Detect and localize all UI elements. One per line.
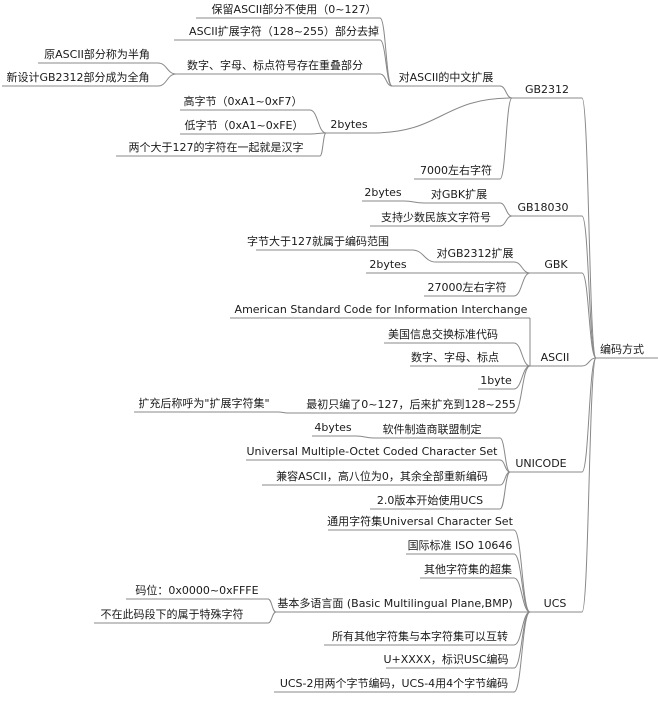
node-gb18030-ext[interactable]: 对GBK扩展 [430, 188, 488, 201]
link-root-gb18030 [581, 215, 597, 359]
node-gb2312-7000[interactable]: 7000左右字符 [420, 164, 492, 177]
link-ascii-ascii-range [513, 365, 531, 414]
link-ucs-ucs-iso [513, 553, 531, 613]
node-ucs-bmp-special[interactable]: 不在此码段下的属于特殊字符 [100, 608, 244, 621]
node-gb18030-minority[interactable]: 支持少数民族文字符号 [381, 211, 491, 224]
node-ucs[interactable]: UCS [543, 597, 567, 610]
link-gb2312-overlap-gb2312-full [157, 73, 177, 87]
link-ucs-ucs-full [513, 529, 531, 613]
link-ucs-ucs-uxxxx [513, 611, 531, 669]
node-gbk-2bytes[interactable]: 2bytes [369, 258, 407, 271]
link-ucs-bmp-ucs-bmp-range [267, 598, 277, 613]
node-gbk[interactable]: GBK [544, 258, 568, 271]
link-gb2312-ext-gb2312-overlap [379, 73, 393, 87]
node-gb2312-han[interactable]: 两个大于127的字符在一起就是汉字 [128, 141, 304, 154]
link-ascii-ascii-cn [513, 342, 531, 367]
link-gb2312-2bytes-gb2312-low [309, 132, 327, 135]
node-ucs-full[interactable]: 通用字符集Universal Character Set [327, 515, 513, 528]
node-gb18030-2bytes[interactable]: 2bytes [364, 186, 402, 199]
node-ucs-bmp-range[interactable]: 码位：0x0000~0xFFFE [135, 584, 259, 597]
node-ucs-convert[interactable]: 所有其他字符集与本字符集可以互转 [332, 630, 508, 643]
link-gb2312-2bytes-gb2312-high [309, 109, 327, 134]
link-gb2312-ext-gb2312-remove [379, 39, 393, 87]
node-gb2312-full[interactable]: 新设计GB2312部分成为全角 [6, 71, 150, 84]
node-gb2312[interactable]: GB2312 [524, 83, 570, 96]
link-ucs-ucs-encoding [513, 611, 531, 693]
node-ucs-bmp[interactable]: 基本多语言面 (Basic Multilingual Plane,BMP) [277, 597, 513, 610]
link-gb2312-gb2312-2bytes [371, 97, 513, 134]
node-ascii[interactable]: ASCII [540, 351, 570, 364]
link-gb2312-gb2312-ext [499, 85, 513, 99]
node-unicode-full[interactable]: Universal Multiple-Octet Coded Character… [246, 445, 498, 458]
link-gbk-gbk-ext [513, 261, 531, 274]
link-root-unicode [581, 357, 597, 473]
link-root-ucs [581, 357, 597, 613]
node-ascii-range[interactable]: 最初只编了0~127，后来扩充到128~255 [306, 398, 516, 411]
node-unicode[interactable]: UNICODE [515, 457, 567, 470]
node-unicode-4bytes[interactable]: 4bytes [314, 421, 352, 434]
node-ascii-extset[interactable]: 扩充后称呼为"扩展字符集" [138, 397, 270, 410]
link-gb2312-gb2312-7000 [499, 97, 513, 180]
link-ascii-ascii-1byte [513, 365, 531, 390]
node-unicode-maker[interactable]: 软件制造商联盟制定 [382, 423, 482, 436]
node-ascii-1byte[interactable]: 1byte [480, 374, 512, 387]
link-gb2312-ext-gb2312-keep [379, 17, 393, 87]
link-gb18030-gb18030-ext [499, 202, 513, 217]
link-gbk-gbk-27000 [513, 272, 531, 297]
link-gb2312-2bytes-gb2312-han [319, 132, 327, 157]
link-unicode-unicode-full [499, 459, 511, 473]
node-ucs-encoding[interactable]: UCS-2用两个字节编码，UCS-4用4个字节编码 [279, 677, 509, 690]
node-unicode-compat[interactable]: 兼容ASCII，高八位为0，其余全部重新编码 [276, 470, 488, 483]
node-gb2312-half[interactable]: 原ASCII部分称为半角 [44, 48, 150, 61]
node-ascii-cn[interactable]: 美国信息交换标准代码 [388, 328, 498, 341]
link-gb2312-overlap-gb2312-half [157, 62, 177, 75]
node-gb2312-high[interactable]: 高字节（0xA1~0xF7） [183, 95, 303, 108]
link-unicode-maker-unicode-4bytes [355, 435, 375, 439]
link-unicode-unicode-ucs [499, 471, 511, 510]
link-gbk-ext-gbk-range [411, 249, 437, 263]
link-root-ascii [581, 357, 597, 367]
link-ascii-range-ascii-extset [277, 411, 289, 414]
node-ucs-iso[interactable]: 国际标准 ISO 10646 [407, 539, 513, 552]
node-gbk-27000[interactable]: 27000左右字符 [427, 281, 507, 294]
node-gb2312-keep[interactable]: 保留ASCII部分不使用（0~127） [211, 3, 377, 16]
node-gb18030[interactable]: GB18030 [517, 201, 569, 214]
node-gbk-range[interactable]: 字节大于127就属于编码范围 [247, 235, 389, 248]
link-ucs-ucs-superset [513, 577, 531, 613]
node-ucs-superset[interactable]: 其他字符集的超集 [424, 563, 512, 576]
node-unicode-ucs[interactable]: 2.0版本开始使用UCS [376, 494, 484, 507]
node-ascii-full[interactable]: American Standard Code for Information I… [234, 303, 528, 316]
node-ucs-uxxxx[interactable]: U+XXXX，标识USC编码 [383, 653, 509, 666]
node-gb2312-ext[interactable]: 对ASCII的中文扩展 [398, 71, 494, 84]
link-ucs-bmp-ucs-bmp-special [267, 611, 277, 624]
node-gbk-ext[interactable]: 对GB2312扩展 [436, 247, 514, 260]
link-root-gb2312 [581, 97, 597, 359]
node-gb2312-remove[interactable]: ASCII扩展字符（128~255）部分去掉 [189, 25, 379, 38]
link-gb18030-ext-gb18030-2bytes [403, 200, 425, 204]
link-gb18030-gb18030-minority [499, 215, 513, 227]
node-gb2312-overlap[interactable]: 数字、字母、标点符号存在重叠部分 [187, 59, 363, 72]
node-ascii-chars[interactable]: 数字、字母、标点 [411, 351, 499, 364]
node-gb2312-2bytes[interactable]: 2bytes [330, 118, 368, 131]
link-unicode-unicode-maker [499, 437, 511, 473]
link-root-gbk [581, 272, 597, 359]
node-gb2312-low[interactable]: 低字节（0xA1~0xFE） [184, 119, 304, 132]
node-root[interactable]: 编码方式 [600, 343, 644, 356]
